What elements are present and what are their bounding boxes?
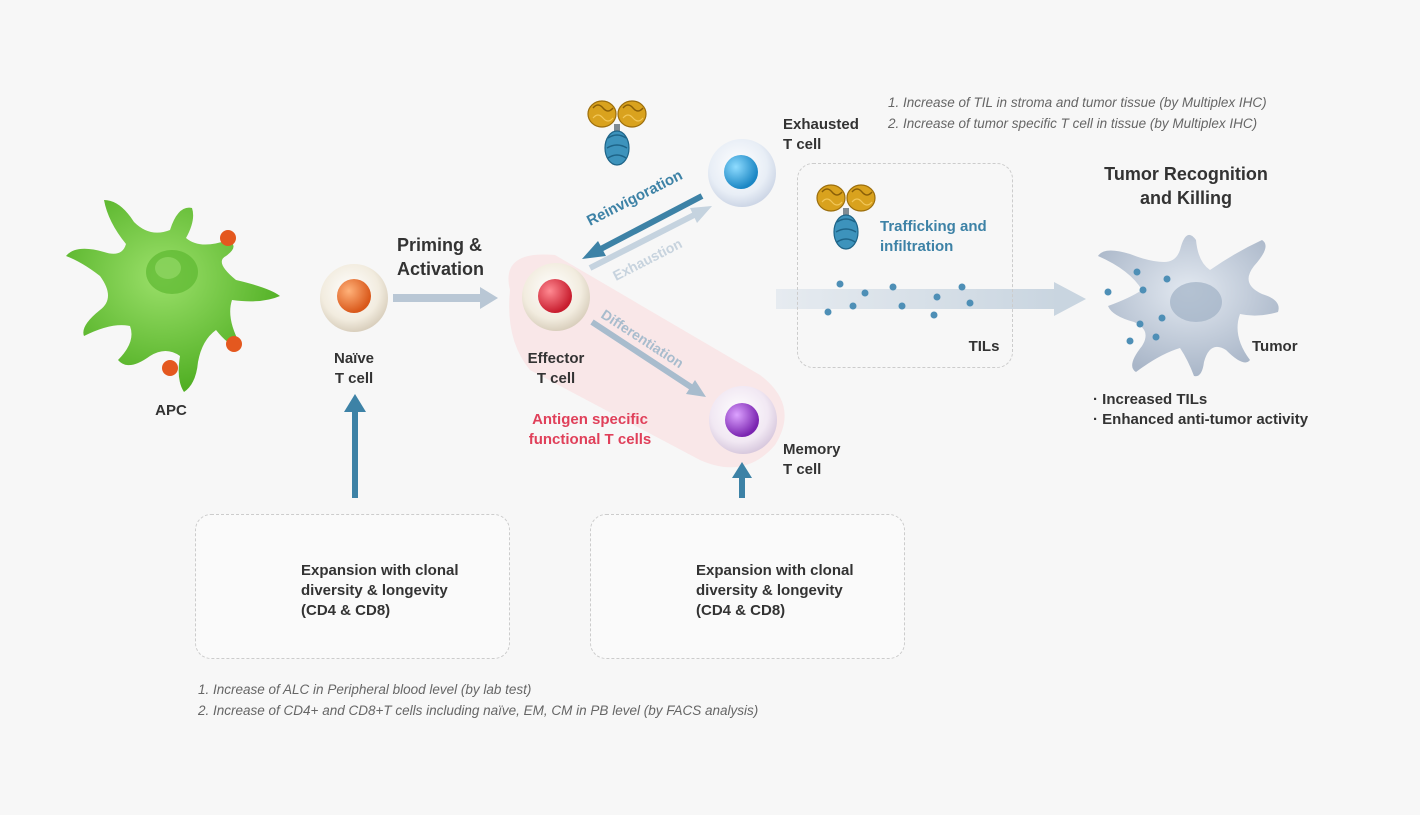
effector-label-line: T cell — [536, 370, 576, 387]
tumor-title-line: and Killing — [1140, 188, 1232, 208]
tils-label: TILs — [968, 338, 1000, 355]
exhausted-label-line: Exhausted — [783, 116, 859, 133]
memory-t-cell-label: Memory T cell — [783, 440, 883, 480]
naive-t-cell — [320, 264, 388, 332]
memory-label-line: Memory — [783, 441, 841, 458]
til-dots — [824, 280, 974, 319]
trafficking-label-line: Trafficking and — [880, 218, 987, 235]
expansion-text: Expansion with clonal diversity & longev… — [301, 561, 501, 621]
naive-expansion-arrow — [344, 394, 366, 498]
expansion-text-line: Expansion with clonal — [696, 562, 854, 579]
tumor-label: Tumor — [1252, 338, 1298, 355]
antigen-label-line: Antigen specific — [532, 411, 648, 428]
expansion-box-naive: Expansion with clonal diversity & longev… — [195, 514, 510, 659]
priming-arrow — [393, 287, 498, 309]
tumor-til-dots — [1104, 268, 1171, 345]
tumor-recognition-title: Tumor Recognition and Killing — [1080, 162, 1292, 210]
apc-label: APC — [155, 402, 187, 419]
outcomes-list: · Increased TILs · Enhanced anti-tumor a… — [1093, 390, 1353, 430]
trafficking-label: Trafficking and infiltration — [880, 217, 1010, 257]
apc-cell — [66, 200, 280, 392]
outcome-item: · Increased TILs — [1093, 391, 1208, 408]
effector-t-cell-label: Effector T cell — [512, 349, 600, 389]
expansion-text-line: diversity & longevity — [301, 582, 448, 599]
effector-t-cell — [522, 263, 590, 331]
exhausted-label-line: T cell — [783, 136, 822, 153]
expansion-text-line: (CD4 & CD8) — [696, 602, 786, 619]
memory-t-cell — [709, 386, 777, 454]
blood-notes: 1. Increase of ALC in Peripheral blood l… — [198, 679, 898, 721]
priming-activation-label: Priming & Activation — [397, 233, 517, 281]
memory-label-line: T cell — [783, 461, 822, 478]
priming-label-line: Priming & — [397, 235, 483, 255]
naive-t-cell-label: Naïve T cell — [314, 349, 394, 389]
trafficking-label-line: infiltration — [880, 238, 954, 255]
exhaustion-arrow — [588, 206, 712, 271]
naive-label-line: Naïve — [333, 350, 375, 367]
exhausted-t-cell — [708, 139, 776, 207]
naive-label-line: T cell — [334, 370, 374, 387]
tissue-note: 1. Increase of TIL in stroma and tumor t… — [888, 95, 1267, 110]
reinvigoration-label: Reinvigoration — [584, 167, 685, 230]
differentiation-arrow — [590, 319, 706, 397]
exhaustion-label: Exhaustion — [610, 235, 685, 284]
antibody-icon — [587, 100, 647, 166]
blood-note: 2. Increase of CD4+ and CD8+T cells incl… — [198, 703, 759, 718]
outcome-item: · Enhanced anti-tumor activity — [1093, 411, 1309, 428]
antigen-specific-label: Antigen specific functional T cells — [510, 410, 670, 450]
tissue-notes: 1. Increase of TIL in stroma and tumor t… — [888, 92, 1388, 134]
trafficking-arrow — [776, 282, 1086, 316]
effector-label-line: Effector — [527, 350, 585, 367]
tissue-note: 2. Increase of tumor specific T cell in … — [888, 116, 1258, 131]
expansion-text-line: diversity & longevity — [696, 582, 843, 599]
expansion-text: Expansion with clonal diversity & longev… — [696, 561, 896, 621]
expansion-text-line: Expansion with clonal — [301, 562, 459, 579]
exhausted-t-cell-label: Exhausted T cell — [783, 115, 883, 155]
memory-expansion-arrow — [732, 462, 752, 498]
expansion-text-line: (CD4 & CD8) — [301, 602, 391, 619]
blood-note: 1. Increase of ALC in Peripheral blood l… — [198, 682, 532, 697]
tumor-cell — [1098, 234, 1279, 377]
priming-label-line: Activation — [397, 259, 485, 279]
tumor-title-line: Tumor Recognition — [1104, 164, 1268, 184]
antigen-label-line: functional T cells — [528, 431, 652, 448]
reinvigoration-arrow — [582, 193, 704, 259]
tils-box — [797, 163, 1013, 368]
expansion-box-memory: Expansion with clonal diversity & longev… — [590, 514, 905, 659]
